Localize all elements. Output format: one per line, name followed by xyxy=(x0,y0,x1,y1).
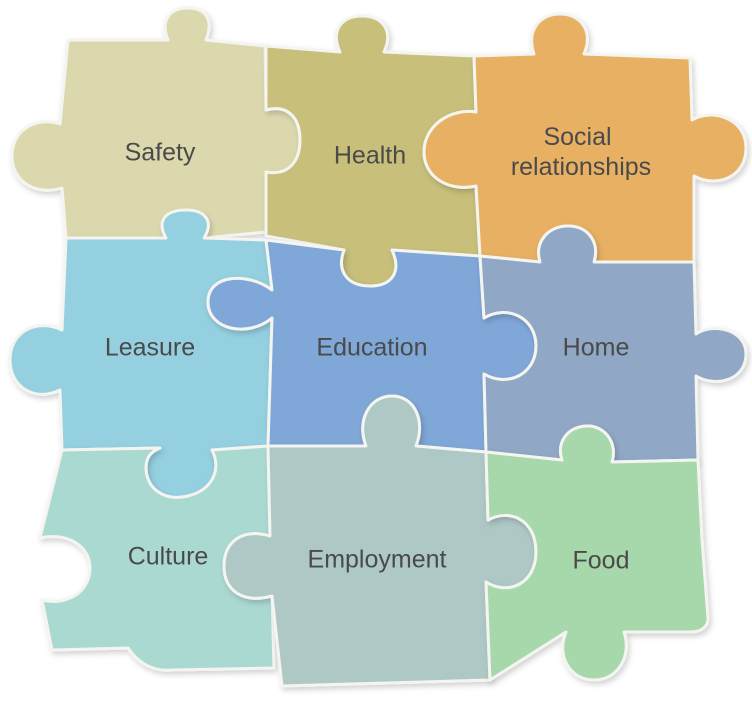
label-social-line-1: Social xyxy=(543,123,611,151)
label-leasure: Leasure xyxy=(105,334,195,362)
label-home: Home xyxy=(563,334,630,362)
label-education: Education xyxy=(316,334,427,362)
puzzle-piece-food xyxy=(484,424,710,682)
label-employment: Employment xyxy=(308,546,447,574)
label-culture: Culture xyxy=(128,543,209,571)
label-social: Social relationships xyxy=(511,123,651,181)
puzzle-piece-social xyxy=(422,12,748,264)
label-safety: Safety xyxy=(125,139,196,167)
label-social-line-2: relationships xyxy=(511,153,651,181)
label-food: Food xyxy=(573,547,630,575)
label-health: Health xyxy=(334,142,406,170)
